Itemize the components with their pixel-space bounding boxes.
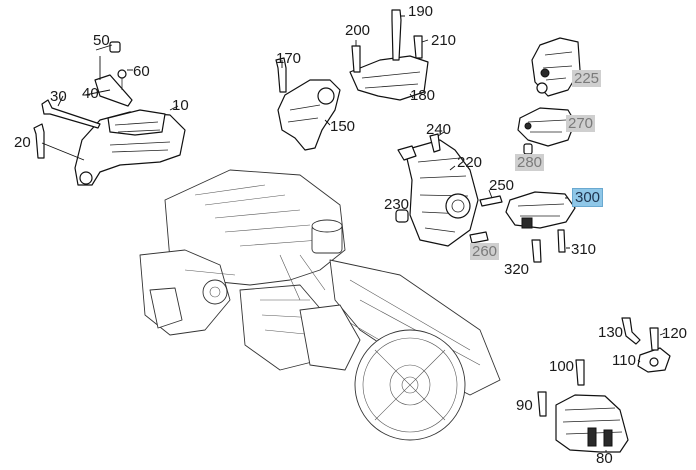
callout-250: 250 bbox=[489, 177, 515, 194]
callout-220: 220 bbox=[457, 154, 483, 171]
callout-300: 300 bbox=[572, 188, 604, 207]
callout-110: 110 bbox=[612, 352, 636, 369]
callout-200: 200 bbox=[345, 22, 371, 39]
right-mount-bracket-group bbox=[395, 131, 576, 263]
callout-50: 50 bbox=[93, 32, 110, 49]
rear-mount-group bbox=[537, 317, 671, 453]
callout-190: 190 bbox=[408, 3, 434, 20]
callout-320: 320 bbox=[504, 261, 530, 278]
engine-assembly bbox=[139, 169, 501, 441]
callout-180: 180 bbox=[410, 87, 436, 104]
callout-60: 60 bbox=[133, 63, 150, 80]
callout-240: 240 bbox=[426, 121, 452, 138]
callout-150: 150 bbox=[330, 118, 356, 135]
callout-210: 210 bbox=[431, 32, 457, 49]
callout-10: 10 bbox=[172, 97, 189, 114]
callout-120: 120 bbox=[662, 325, 688, 342]
callout-230: 230 bbox=[384, 196, 410, 213]
callout-280: 280 bbox=[515, 154, 545, 171]
callout-90: 90 bbox=[516, 397, 533, 414]
callout-80: 80 bbox=[596, 450, 613, 467]
callout-225: 225 bbox=[572, 70, 602, 87]
callout-310: 310 bbox=[571, 241, 597, 258]
callout-20: 20 bbox=[14, 134, 31, 151]
callout-130: 130 bbox=[598, 324, 624, 341]
upper-bracket-group bbox=[275, 9, 429, 151]
right-mount-top-group bbox=[517, 37, 581, 155]
callout-100: 100 bbox=[549, 358, 575, 375]
callout-170: 170 bbox=[276, 50, 302, 67]
callout-30: 30 bbox=[50, 88, 67, 105]
front-left-mount-group bbox=[33, 41, 186, 186]
callout-260: 260 bbox=[470, 243, 500, 260]
callout-40: 40 bbox=[82, 85, 99, 102]
callout-270: 270 bbox=[566, 115, 596, 132]
